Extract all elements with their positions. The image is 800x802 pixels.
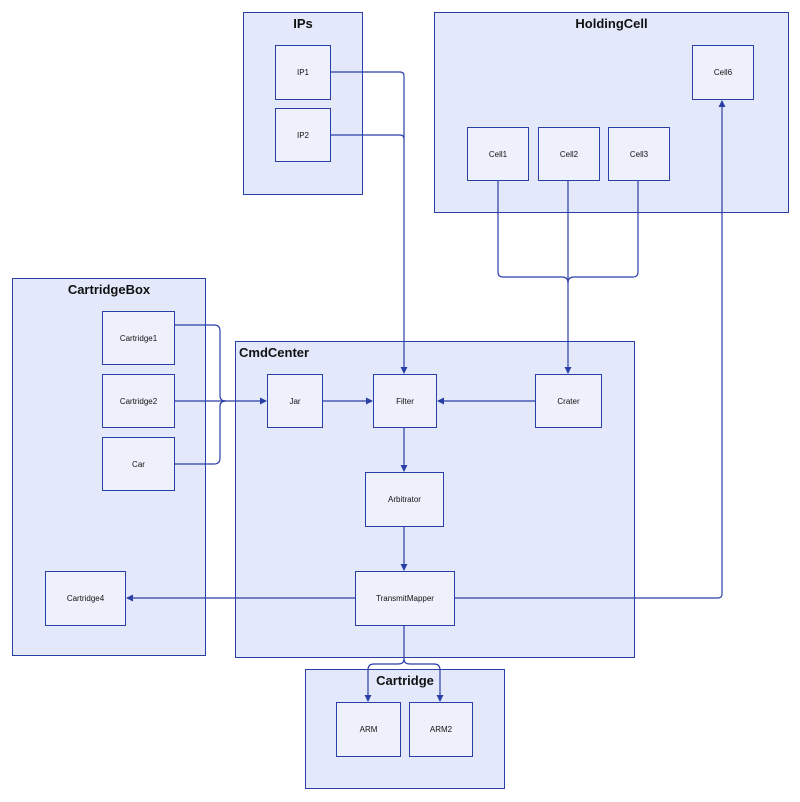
group-title-ips: IPs [293,16,313,31]
node-cartridge2[interactable]: Cartridge2 [102,374,175,428]
node-cell3[interactable]: Cell3 [608,127,670,181]
group-cartridge: Cartridge [305,669,505,789]
node-ip1[interactable]: IP1 [275,45,331,100]
node-cartridge1[interactable]: Cartridge1 [102,311,175,365]
node-cell2[interactable]: Cell2 [538,127,600,181]
node-cell1[interactable]: Cell1 [467,127,529,181]
group-title-holdingcell: HoldingCell [575,16,648,31]
node-arbitrator[interactable]: Arbitrator [365,472,444,527]
node-cell6[interactable]: Cell6 [692,45,754,100]
node-transmitmapper[interactable]: TransmitMapper [355,571,455,626]
node-crater[interactable]: Crater [535,374,602,428]
node-arm2[interactable]: ARM2 [409,702,473,757]
group-title-cartridge: Cartridge [376,673,434,688]
group-title-cmdcenter: CmdCenter [239,345,310,360]
group-holdingcell: HoldingCell [434,12,789,213]
node-jar[interactable]: Jar [267,374,323,428]
node-arm[interactable]: ARM [336,702,401,757]
group-title-cartridgebox: CartridgeBox [67,282,151,297]
node-car[interactable]: Car [102,437,175,491]
node-filter[interactable]: Filter [373,374,437,428]
group-ips: IPs [243,12,363,195]
node-ip2[interactable]: IP2 [275,108,331,162]
node-cartridge4[interactable]: Cartridge4 [45,571,126,626]
